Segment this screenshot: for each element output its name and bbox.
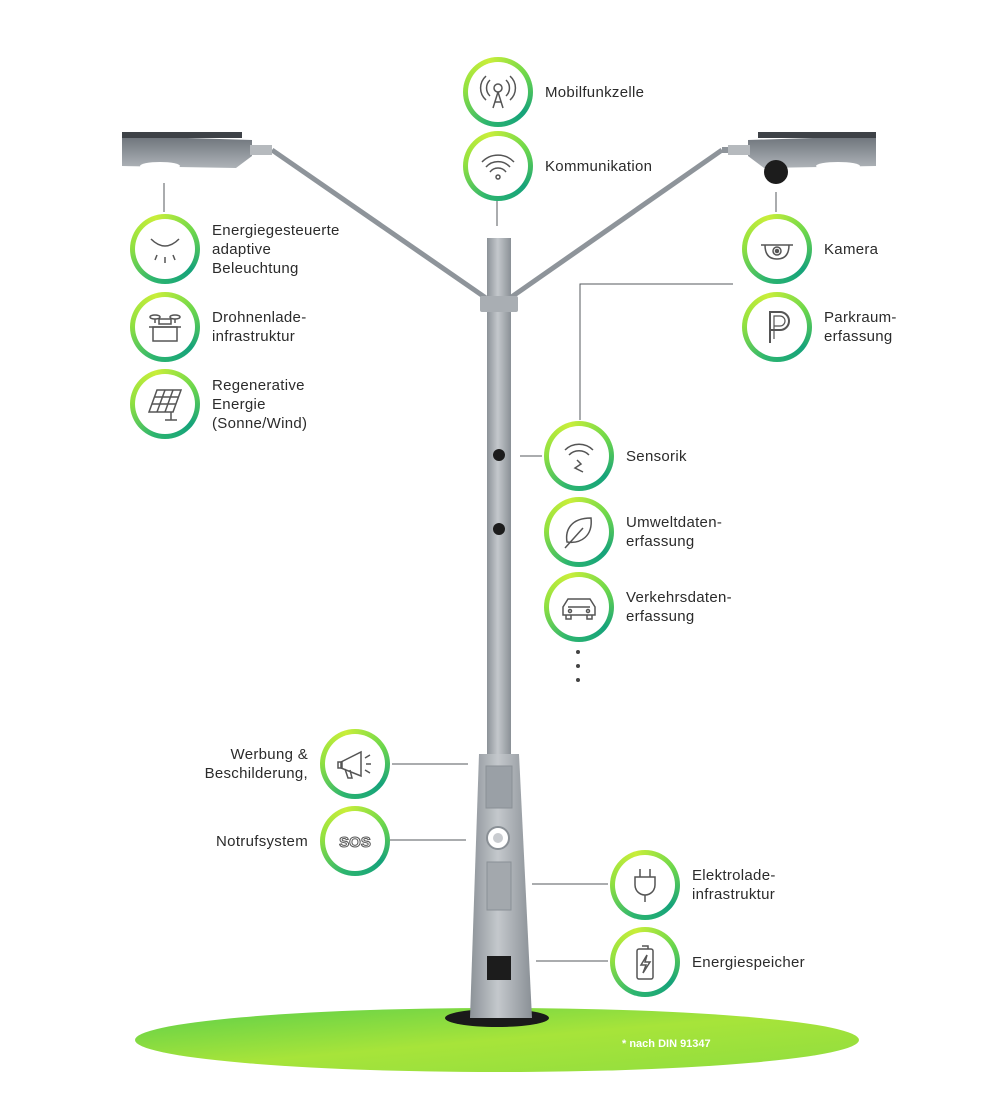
feature-label: Parkraum- erfassung: [824, 309, 897, 345]
left-lamp: [122, 136, 252, 168]
feature-label: Energiegesteuerte adaptive Beleuchtung: [212, 221, 340, 277]
left-arm: [270, 147, 488, 301]
feature-badge: SOS: [320, 806, 390, 876]
feature-badge: [742, 292, 812, 362]
feature-elektrolade: Elektrolade- infrastruktur: [610, 850, 776, 920]
car-icon: [562, 598, 596, 620]
feature-label: Mobilfunkzelle: [545, 83, 645, 101]
pole-shaft: [487, 238, 511, 758]
feature-badge: [544, 572, 614, 642]
feature-label: Energiespeicher: [692, 953, 805, 971]
feature-mobilfunkzelle: Mobilfunkzelle: [463, 57, 644, 127]
feature-badge: [544, 421, 614, 491]
svg-text:SOS: SOS: [339, 834, 371, 851]
sos-icon: SOS: [339, 834, 372, 852]
feature-umwelt: Umweltdaten- erfassung: [544, 497, 722, 567]
feature-label: Verkehrsdaten- erfassung: [626, 589, 732, 625]
feature-label: Kamera: [824, 240, 879, 258]
camera-icon: [761, 244, 793, 260]
sensor-icon: [564, 443, 594, 473]
plug-icon: [634, 869, 656, 902]
feature-speicher: Energiespeicher: [610, 927, 805, 997]
feature-parkraum: Parkraum- erfassung: [742, 292, 897, 362]
pole-collar: [480, 296, 518, 312]
feature-badge: [463, 131, 533, 201]
feature-kommunikation: Kommunikation: [463, 131, 652, 201]
sensor-dot: [493, 523, 505, 535]
feature-drohnen: Drohnenlade- infrastruktur: [130, 292, 307, 362]
feature-badge: [463, 57, 533, 127]
camera-dome: [764, 160, 788, 184]
feature-label: Notrufsystem: [216, 832, 308, 850]
feature-label: Sensorik: [626, 447, 687, 465]
megaphone-icon: [337, 750, 371, 779]
feature-badge: [544, 497, 614, 567]
feature-badge: [742, 214, 812, 284]
more-ellipsis: [574, 650, 582, 692]
footnote: * nach DIN 91347: [622, 1038, 711, 1050]
parking-icon: [769, 311, 790, 343]
lamp-light-icon: [150, 238, 180, 263]
feature-verkehr: Verkehrsdaten- erfassung: [544, 572, 732, 642]
solar-panel-icon: [147, 389, 183, 421]
wifi-icon: [481, 154, 515, 180]
storage-hatch: [487, 956, 511, 980]
sensor-dot: [493, 449, 505, 461]
feature-label: Umweltdaten- erfassung: [626, 514, 723, 550]
leaf-icon: [564, 517, 592, 549]
feature-kamera: Kamera: [742, 214, 878, 284]
feature-label: Regenerative Energie (Sonne/Wind): [212, 376, 308, 432]
feature-badge: [610, 927, 680, 997]
feature-badge: [610, 850, 680, 920]
feature-label: Kommunikation: [545, 157, 653, 175]
feature-notruf: SOS Notrufsystem: [216, 806, 390, 876]
battery-icon: [636, 945, 654, 980]
right-arm: [508, 147, 724, 301]
feature-badge: [130, 214, 200, 284]
feature-sensorik: Sensorik: [544, 421, 687, 491]
feature-regenerativ: Regenerative Energie (Sonne/Wind): [130, 369, 307, 439]
feature-badge: [130, 292, 200, 362]
drone-charging-icon: [149, 314, 181, 342]
feature-badge: [320, 729, 390, 799]
right-lamp: [748, 136, 876, 168]
ground: [135, 1008, 859, 1072]
feature-label: Elektrolade- infrastruktur: [692, 867, 776, 903]
feature-beleuchtung: Energiegesteuerte adaptive Beleuchtung: [130, 214, 340, 284]
antenna-icon: [479, 75, 517, 109]
feature-label: Werbung & Beschilderung,: [204, 746, 308, 782]
feature-werbung: Werbung & Beschilderung,: [205, 729, 390, 799]
feature-label: Drohnenlade- infrastruktur: [212, 309, 307, 345]
feature-badge: [130, 369, 200, 439]
